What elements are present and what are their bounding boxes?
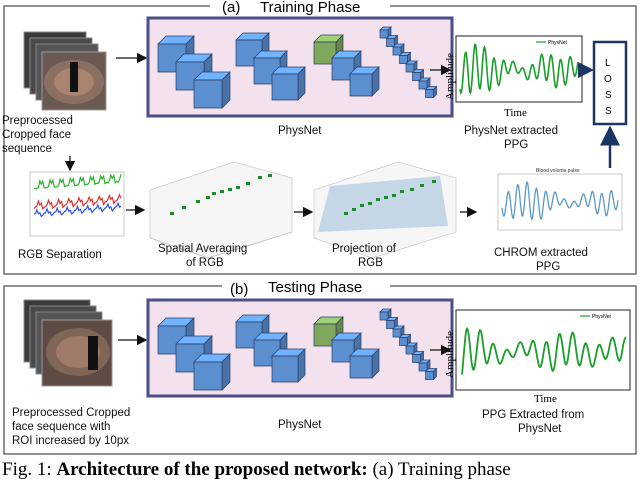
ppg-label: PhysNet extracted xyxy=(464,125,558,137)
scatter-point xyxy=(220,190,224,193)
loss-box xyxy=(592,40,628,126)
input-label: ROI increased by 10px xyxy=(12,435,129,447)
network-layer-cube xyxy=(379,308,392,321)
physnet-label: PhysNet xyxy=(278,125,322,137)
caption-prefix: Fig. 1: xyxy=(2,459,57,480)
caption-rest: (a) Training phase xyxy=(367,459,511,480)
scatter-point xyxy=(212,192,216,195)
scatter-point xyxy=(268,174,272,177)
input-label: Preprocessed xyxy=(2,115,73,127)
face-sequence-image xyxy=(23,31,107,111)
physnet-ppg-plot: PhysNet xyxy=(455,309,631,391)
network-layer-cube xyxy=(418,359,431,372)
projection-label: RGB xyxy=(358,257,383,269)
network-layer-cube xyxy=(405,342,418,355)
plot-ylabel: Amplitude xyxy=(444,331,456,378)
network-layer-cube xyxy=(193,71,231,109)
input-label: sequence xyxy=(2,143,52,155)
network-layer-cube xyxy=(385,316,399,330)
loss-letter: S xyxy=(605,90,612,101)
input-label: face sequence with xyxy=(12,421,110,433)
spatial-averaging-label: Spatial Averaging xyxy=(158,243,247,255)
scatter-point xyxy=(344,212,348,215)
chrom-ppg-plot: Blood volume pulse xyxy=(497,168,623,231)
scatter-point xyxy=(360,204,364,207)
ppg-label: PPG Extracted from xyxy=(482,409,584,421)
ppg-label: PhysNet xyxy=(518,423,562,435)
scatter-point xyxy=(196,200,200,203)
plot-legend: PhysNet xyxy=(548,40,568,46)
scatter-point xyxy=(246,182,250,185)
face-sequence-image xyxy=(23,299,113,387)
chrom-signal xyxy=(501,181,619,221)
caption-bold: Architecture of the proposed network: xyxy=(56,459,368,480)
input-label: Preprocessed Cropped xyxy=(12,407,130,419)
scatter-point xyxy=(420,184,424,187)
physnet-cubes xyxy=(157,308,438,391)
chrom-label: CHROM extracted xyxy=(494,247,588,259)
spatial-averaging-label: of RGB xyxy=(186,257,224,269)
plot-xlabel: Time xyxy=(534,393,557,405)
plot-ylabel: Amplitude xyxy=(444,53,456,100)
scatter-point xyxy=(170,212,174,215)
projection-label: Projection of xyxy=(332,243,397,255)
training-phase-label: (a) xyxy=(222,0,240,16)
loss-letter: L xyxy=(605,58,611,69)
scatter-point xyxy=(384,196,388,199)
network-layer-cube xyxy=(424,367,438,381)
spatial-averaging-plot xyxy=(149,161,293,259)
testing-phase-label: (b) xyxy=(230,281,248,298)
loss-letter: O xyxy=(604,74,612,85)
scatter-point xyxy=(368,202,372,205)
chrom-label: PPG xyxy=(536,261,560,273)
network-layer-cube xyxy=(424,85,438,99)
ppg-signal xyxy=(461,327,627,375)
testing-phase-title: Testing Phase xyxy=(268,279,362,296)
network-layer-cube xyxy=(392,325,405,338)
training-phase-title: Training Phase xyxy=(260,0,360,16)
scatter-point xyxy=(206,196,210,199)
scatter-point xyxy=(410,188,414,191)
ppg-label: PPG xyxy=(504,139,528,151)
network-layer-cube xyxy=(349,66,380,97)
ppg-signal xyxy=(459,43,579,95)
network-layer-cube xyxy=(193,353,231,391)
physnet-label: PhysNet xyxy=(278,419,322,431)
network-layer-cube xyxy=(271,348,306,383)
network-layer-cube xyxy=(271,66,306,101)
scatter-point xyxy=(432,180,436,183)
scatter-point xyxy=(258,176,262,179)
projection-plot xyxy=(313,161,457,259)
rgb-separation-plot xyxy=(29,171,125,237)
network-layer-cube xyxy=(411,350,425,364)
input-label: Cropped face xyxy=(2,129,71,141)
physnet-cubes xyxy=(157,26,438,109)
scatter-point xyxy=(182,206,186,209)
scatter-point xyxy=(392,194,396,197)
plot-legend: PhysNet xyxy=(592,314,612,320)
scatter-point xyxy=(352,208,356,211)
scatter-point xyxy=(228,188,232,191)
physnet-ppg-plot: PhysNet xyxy=(455,35,583,103)
figure-caption: Fig. 1: Architecture of the proposed net… xyxy=(2,459,640,481)
loss-letter: S xyxy=(605,106,612,117)
network-layer-cube xyxy=(385,34,399,48)
scatter-point xyxy=(376,198,380,201)
scatter-point xyxy=(236,186,240,189)
rgb-separation-label: RGB Separation xyxy=(18,249,102,261)
scatter-point xyxy=(400,190,404,193)
plot-xlabel: Time xyxy=(504,107,527,119)
chrom-plot-title: Blood volume pulse xyxy=(536,168,580,174)
network-layer-cube xyxy=(349,348,380,379)
